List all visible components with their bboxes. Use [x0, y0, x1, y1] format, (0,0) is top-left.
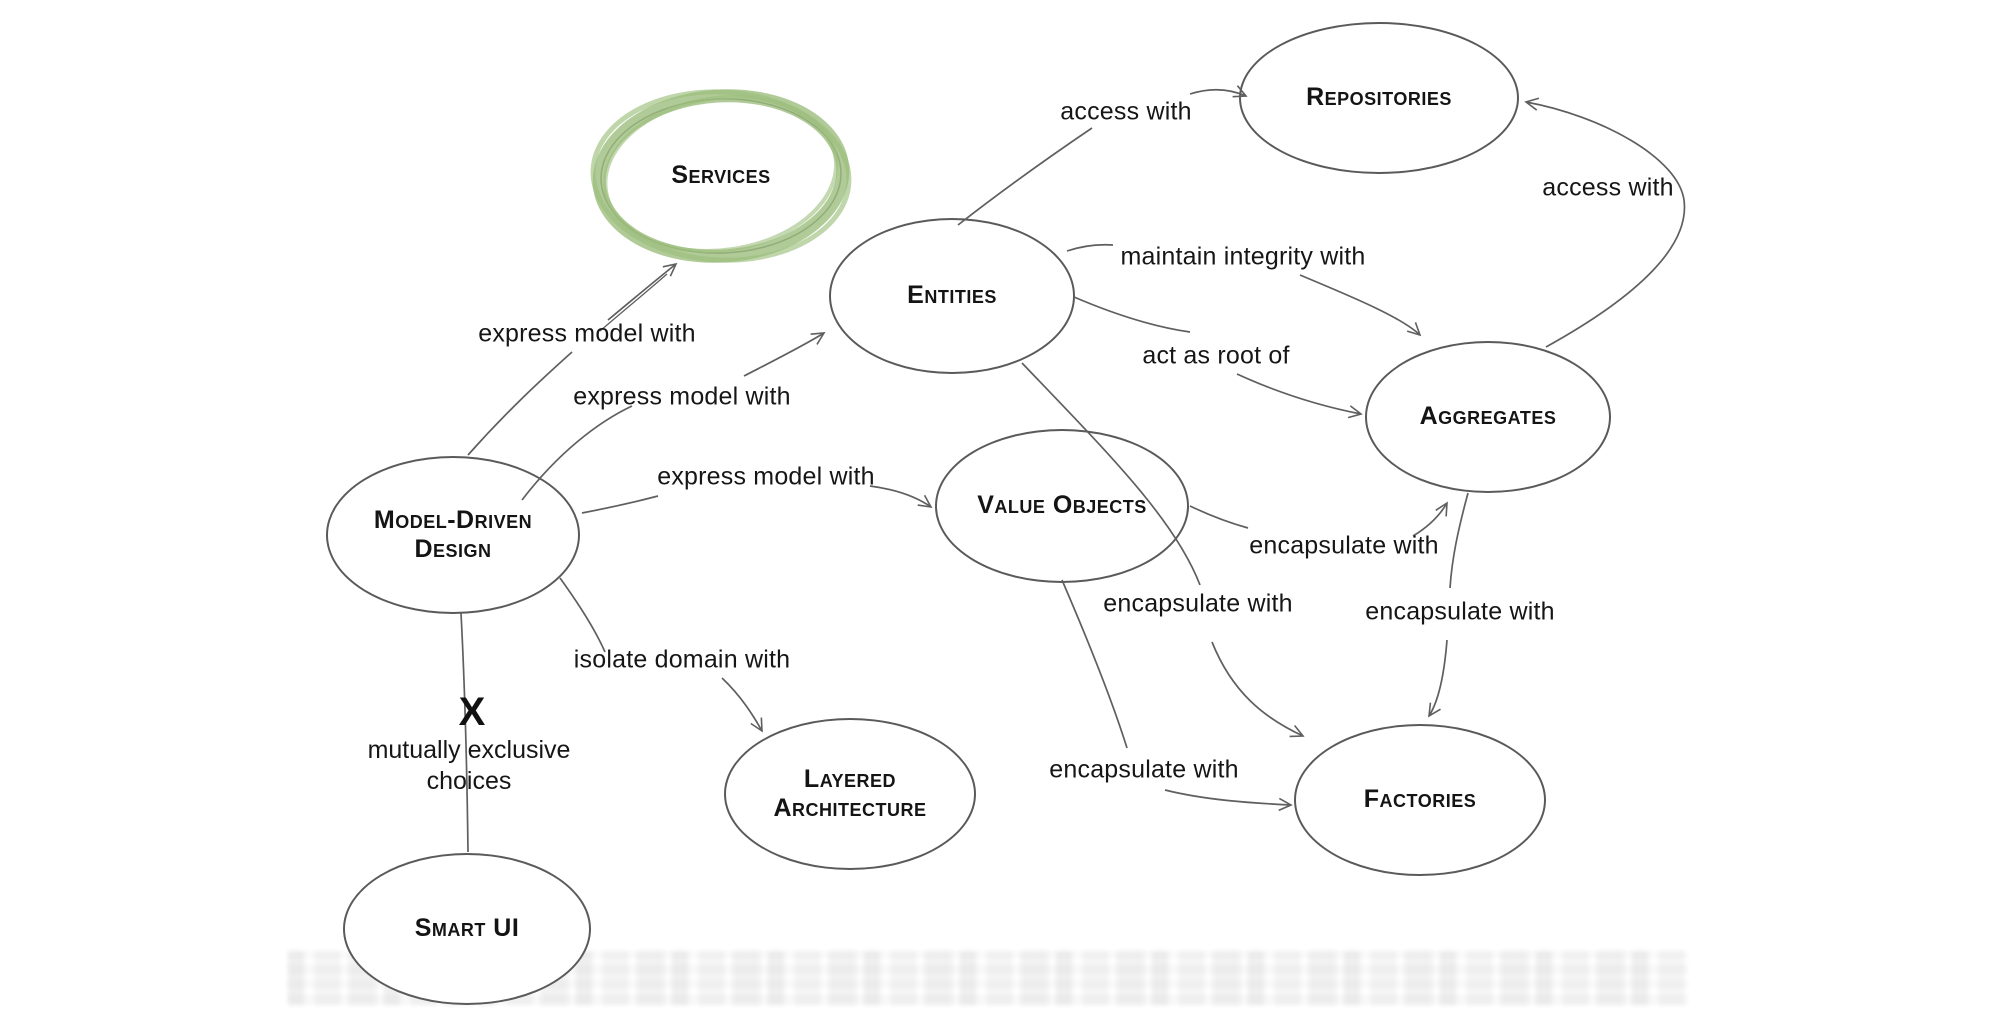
- mutual-exclusion-note-line1: mutually exclusive: [367, 736, 571, 764]
- edge-label-model-driven-design-services-0: express model with: [478, 319, 696, 348]
- node-smart-ui: Smart UI: [343, 853, 591, 1005]
- node-value-objects: Value Objects: [935, 429, 1189, 583]
- mutual-exclusion-note-line2: choices: [426, 767, 512, 795]
- mutual-exclusion-note: mutually exclusive choices: [368, 735, 571, 797]
- node-layered-architecture: Layered Architecture: [724, 718, 976, 870]
- node-repositories: Repositories: [1239, 22, 1519, 174]
- node-label-services: Services: [671, 161, 771, 190]
- edge-mdd-services: [467, 262, 678, 456]
- node-label-layered-architecture: Layered Architecture: [773, 764, 927, 823]
- node-label-model-driven-design: Model-Driven Design: [373, 505, 533, 564]
- node-label-aggregates: Aggregates: [1419, 402, 1557, 431]
- node-aggregates: Aggregates: [1365, 341, 1611, 493]
- node-label-smart-ui: Smart UI: [414, 914, 520, 943]
- edge-label-entities-factories-9: encapsulate with: [1103, 589, 1293, 618]
- edge-label-aggregates-repositories-5: access with: [1542, 173, 1674, 202]
- edge-label-entities-aggregates-7: act as root of: [1142, 341, 1290, 370]
- edge-label-aggregates-factories-10: encapsulate with: [1365, 597, 1555, 626]
- edge-label-model-driven-design-value-objects-2: express model with: [657, 462, 875, 491]
- node-entities: Entities: [829, 218, 1075, 374]
- edge-label-entities-aggregates-6: maintain integrity with: [1120, 242, 1366, 271]
- edge-label-entities-repositories-4: access with: [1060, 97, 1192, 126]
- node-factories: Factories: [1294, 724, 1546, 876]
- edge-aggregates-repositories: [1524, 97, 1686, 348]
- edge-label-value-objects-factories-11: encapsulate with: [1049, 755, 1239, 784]
- node-model-driven-design: Model-Driven Design: [326, 456, 580, 614]
- node-services: Services: [610, 106, 832, 246]
- edge-label-model-driven-design-layered-architecture-3: isolate domain with: [573, 645, 791, 674]
- edge-label-value-objects-aggregates-8: encapsulate with: [1249, 531, 1439, 560]
- edge-label-model-driven-design-entities-1: express model with: [573, 382, 791, 411]
- node-label-entities: Entities: [907, 281, 997, 310]
- node-label-value-objects: Value Objects: [977, 491, 1147, 520]
- node-label-repositories: Repositories: [1306, 83, 1452, 112]
- node-label-factories: Factories: [1363, 785, 1477, 814]
- mutual-exclusion-x-mark: X: [458, 690, 486, 734]
